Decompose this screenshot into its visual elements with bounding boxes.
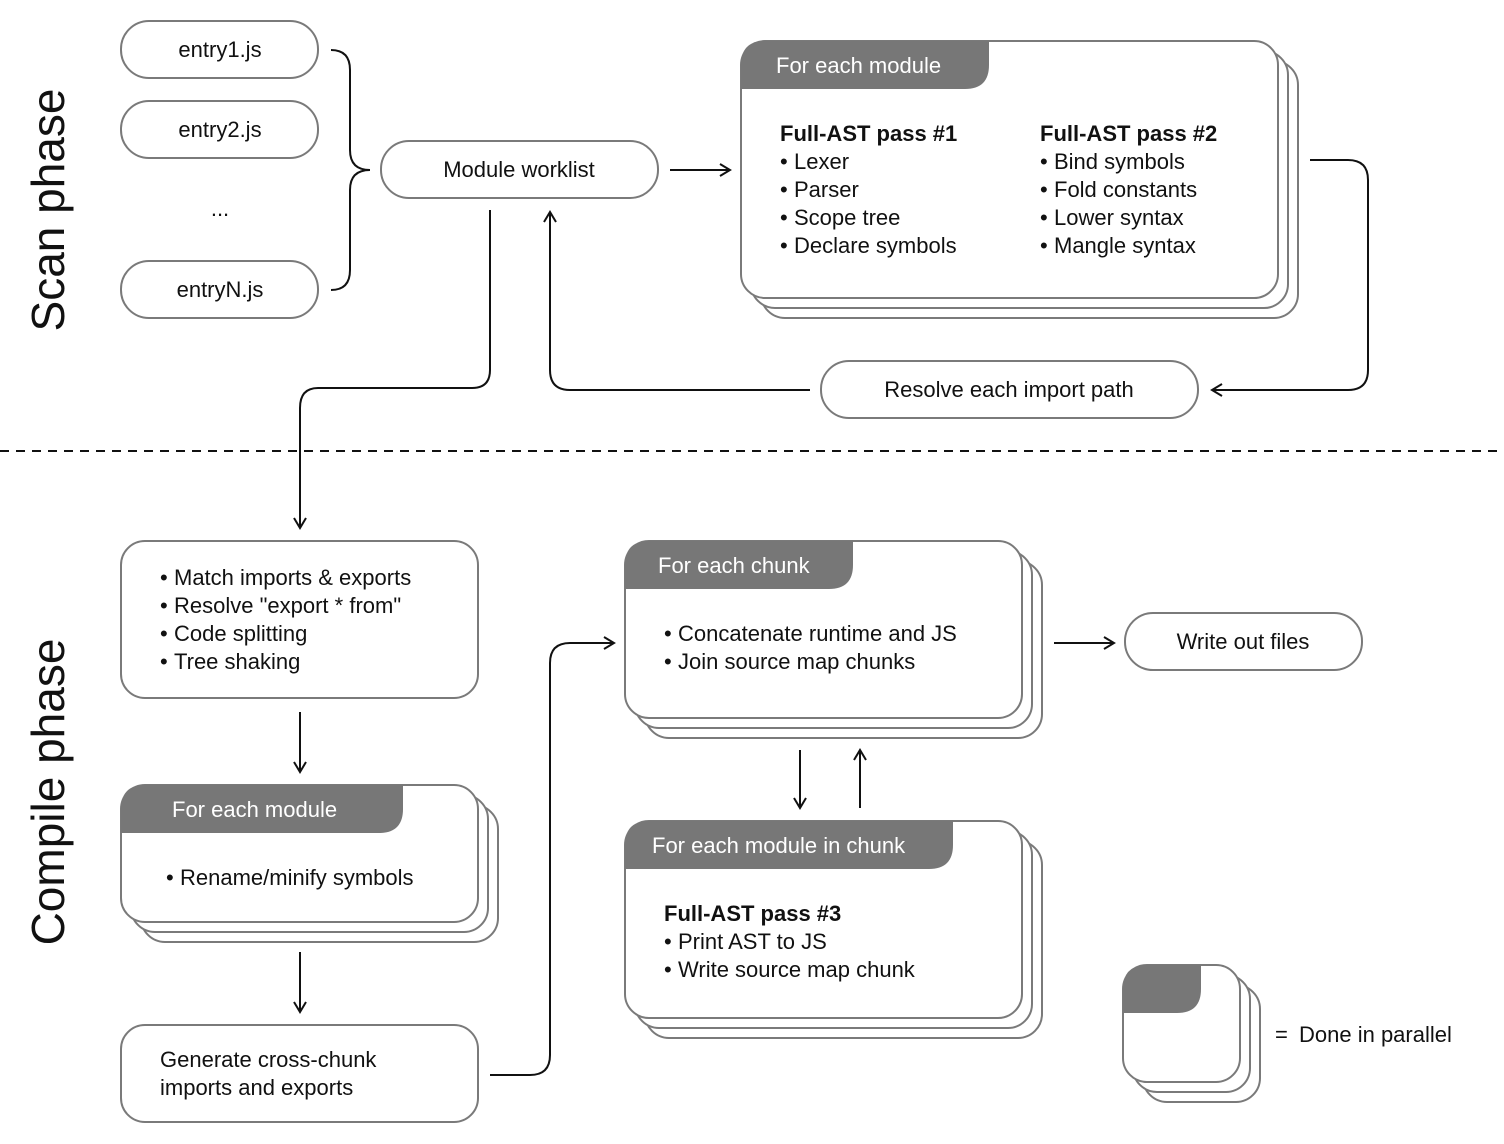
write-out-node: Write out files xyxy=(1124,612,1363,671)
pass1-bullet: • xyxy=(780,233,788,258)
chunk-bullet: • xyxy=(664,649,672,674)
legend-tab xyxy=(1123,965,1201,1013)
link-bullet: • xyxy=(160,593,168,618)
pass3-bullet: • xyxy=(664,957,672,982)
pass2-item: Fold constants xyxy=(1054,177,1197,202)
module-worklist-label: Module worklist xyxy=(443,157,595,182)
entry-node: entry2.js xyxy=(120,100,319,159)
pass1-title: Full-AST pass #1 xyxy=(780,121,957,146)
pass3-title: Full-AST pass #3 xyxy=(664,901,841,926)
scan-module-box: For each module Full-AST pass #1 • Lexer… xyxy=(740,40,1299,319)
cross-chunk-line1: Generate cross-chunk xyxy=(160,1047,377,1072)
chunk-item: Concatenate runtime and JS xyxy=(678,621,957,646)
cross-chunk-box: Generate cross-chunk imports and exports xyxy=(120,1024,479,1123)
rename-module-box: For each module • Rename/minify symbols xyxy=(120,784,499,943)
module-in-chunk-header: For each module in chunk xyxy=(652,833,906,858)
resolve-import-node: Resolve each import path xyxy=(820,360,1199,419)
rename-header-tab xyxy=(121,785,403,833)
arrow-worklist-to-link xyxy=(293,210,491,530)
pass2-bullet: • xyxy=(1040,177,1048,202)
link-box: • Match imports & exports • Resolve "exp… xyxy=(120,540,479,699)
pass2-bullet: • xyxy=(1040,149,1048,174)
chunk-header: For each chunk xyxy=(658,553,811,578)
link-bullet: • xyxy=(160,621,168,646)
pass3-bullet: • xyxy=(664,929,672,954)
pass1-item: Scope tree xyxy=(794,205,900,230)
pass2-bullet: • xyxy=(1040,233,1048,258)
chunk-header-tab xyxy=(625,541,853,589)
pass2-title: Full-AST pass #2 xyxy=(1040,121,1217,146)
link-bullet: • xyxy=(160,565,168,590)
link-bullet: • xyxy=(160,649,168,674)
pass1-bullet: • xyxy=(780,149,788,174)
pass1-bullet: • xyxy=(780,205,788,230)
link-item: Code splitting xyxy=(174,621,307,646)
pass3-item: Write source map chunk xyxy=(678,957,916,982)
pass1-bullet: • xyxy=(780,177,788,202)
scan-module-header: For each module xyxy=(776,53,941,78)
pass2-item: Bind symbols xyxy=(1054,149,1185,174)
compile-phase-label: Compile phase xyxy=(22,639,74,946)
chunk-bullet: • xyxy=(664,621,672,646)
module-in-chunk-box: For each module in chunk Full-AST pass #… xyxy=(624,820,1043,1039)
rename-bullet: • xyxy=(166,865,174,890)
entries-brace xyxy=(330,49,371,291)
pass1-item: Lexer xyxy=(794,149,849,174)
chunk-box: For each chunk • Concatenate runtime and… xyxy=(624,540,1043,739)
link-item: Tree shaking xyxy=(174,649,300,674)
resolve-import-label: Resolve each import path xyxy=(884,377,1133,402)
rename-header: For each module xyxy=(172,797,337,822)
pass1-item: Parser xyxy=(794,177,859,202)
entry-node: entry1.js xyxy=(120,20,319,79)
module-worklist-node: Module worklist xyxy=(380,140,659,199)
pass2-bullet: • xyxy=(1040,205,1048,230)
rename-item: Rename/minify symbols xyxy=(180,865,414,890)
cross-chunk-line2: imports and exports xyxy=(160,1075,353,1100)
pass3-item: Print AST to JS xyxy=(678,929,827,954)
entry-node: entryN.js xyxy=(120,260,319,319)
arrow-resolve-to-worklist xyxy=(543,210,810,391)
write-out-label: Write out files xyxy=(1177,629,1310,654)
module-in-chunk-header-tab xyxy=(625,821,953,869)
scan-module-header-tab xyxy=(741,41,989,89)
entry-label: entryN.js xyxy=(177,277,264,302)
arrow-cross-chunk-to-chunk xyxy=(490,636,616,1076)
pass2-item: Mangle syntax xyxy=(1054,233,1196,258)
pass1-item: Declare symbols xyxy=(794,233,957,258)
link-item: Match imports & exports xyxy=(174,565,411,590)
scan-phase-label: Scan phase xyxy=(22,89,74,332)
entry-label: entry2.js xyxy=(178,117,261,142)
entries-ellipsis: ... xyxy=(211,196,229,221)
legend-equals: = xyxy=(1275,1022,1288,1047)
link-item: Resolve "export * from" xyxy=(174,593,401,618)
pass2-item: Lower syntax xyxy=(1054,205,1184,230)
chunk-item: Join source map chunks xyxy=(678,649,915,674)
entry-label: entry1.js xyxy=(178,37,261,62)
arrow-parse-to-resolve xyxy=(1210,159,1369,397)
legend: = Done in parallel xyxy=(1122,964,1452,1103)
legend-text: Done in parallel xyxy=(1299,1022,1452,1047)
